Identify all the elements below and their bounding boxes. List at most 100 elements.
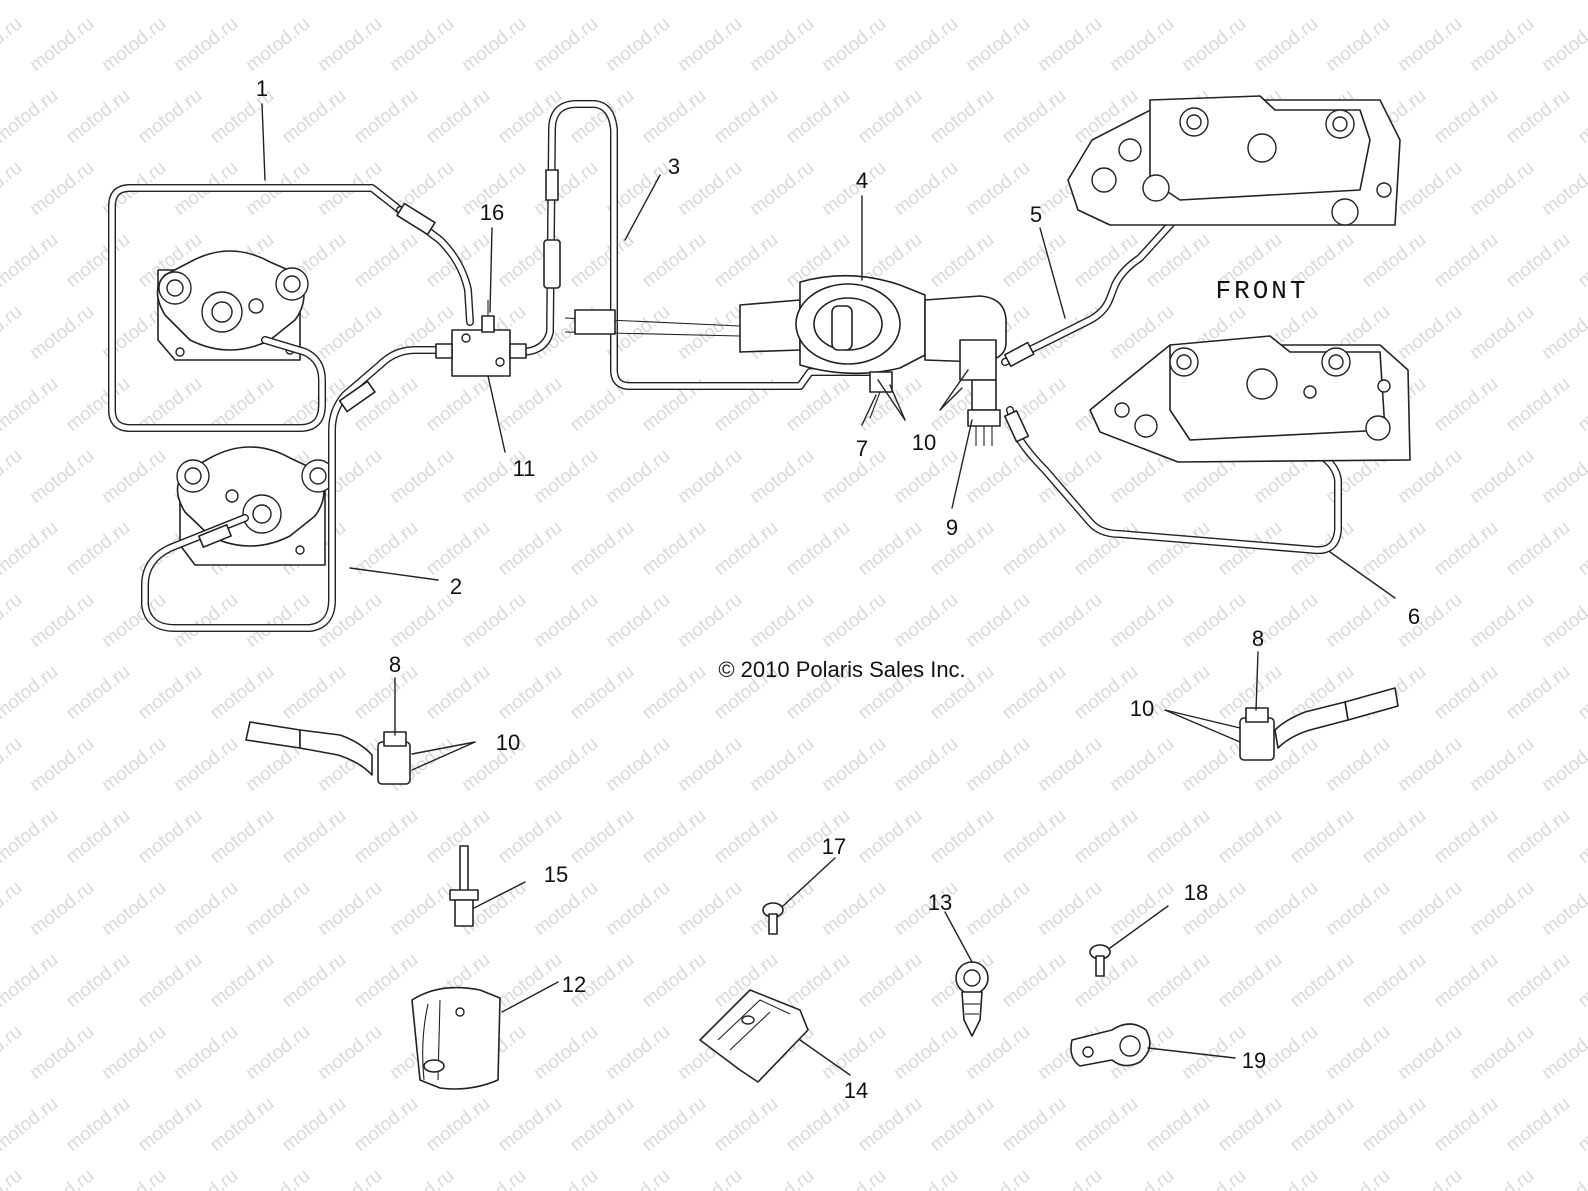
watermark-text: motod.ru xyxy=(206,949,278,1012)
watermark-text: motod.ru xyxy=(638,517,710,580)
watermark-text: motod.ru xyxy=(1178,589,1250,652)
watermark-text: motod.ru xyxy=(1106,1165,1178,1191)
watermark-text: motod.ru xyxy=(1214,0,1286,4)
watermark-text: motod.ru xyxy=(746,1165,818,1191)
watermark-text: motod.ru xyxy=(26,445,98,508)
watermark-text: motod.ru xyxy=(674,13,746,76)
watermark-text: motod.ru xyxy=(98,1021,170,1084)
watermark-text: motod.ru xyxy=(962,589,1034,652)
watermark-text: motod.ru xyxy=(242,13,314,76)
callout-1: 1 xyxy=(256,76,268,101)
watermark-text: motod.ru xyxy=(602,877,674,940)
watermark-text: motod.ru xyxy=(1358,229,1430,292)
watermark-text: motod.ru xyxy=(566,0,638,4)
watermark-text: motod.ru xyxy=(1250,1165,1322,1191)
copyright-text: © 2010 Polaris Sales Inc. xyxy=(718,657,965,682)
bleeder-16 xyxy=(481,300,495,333)
watermark-text: motod.ru xyxy=(1538,445,1588,508)
watermark-text: motod.ru xyxy=(1538,1165,1588,1191)
watermark-text: motod.ru xyxy=(134,1093,206,1156)
watermark-text: motod.ru xyxy=(62,0,134,4)
watermark-text: motod.ru xyxy=(782,517,854,580)
watermark-text: motod.ru xyxy=(1466,157,1538,220)
watermark-text: motod.ru xyxy=(134,85,206,148)
watermark-text: motod.ru xyxy=(1322,1165,1394,1191)
watermark-text: motod.ru xyxy=(494,0,566,4)
watermark-text: motod.ru xyxy=(1430,85,1502,148)
watermark-text: motod.ru xyxy=(1142,517,1214,580)
watermark-text: motod.ru xyxy=(1538,877,1588,940)
watermark-text: motod.ru xyxy=(638,949,710,1012)
watermark-text: motod.ru xyxy=(962,733,1034,796)
watermark-text: motod.ru xyxy=(170,733,242,796)
watermark-text: motod.ru xyxy=(674,301,746,364)
watermark-text: motod.ru xyxy=(962,157,1034,220)
watermark-text: motod.ru xyxy=(1034,13,1106,76)
callout-14: 14 xyxy=(844,1078,868,1103)
watermark-text: motod.ru xyxy=(1574,661,1588,724)
watermark-text: motod.ru xyxy=(170,1165,242,1191)
watermark-text: motod.ru xyxy=(854,517,926,580)
watermark-text: motod.ru xyxy=(350,1093,422,1156)
watermark-text: motod.ru xyxy=(1322,733,1394,796)
watermark-text: motod.ru xyxy=(962,877,1034,940)
watermark-text: motod.ru xyxy=(98,589,170,652)
watermark-text: motod.ru xyxy=(1142,805,1214,868)
watermark-text: motod.ru xyxy=(566,805,638,868)
watermark-text: motod.ru xyxy=(26,301,98,364)
watermark-text: motod.ru xyxy=(998,517,1070,580)
fastener-13 xyxy=(955,961,989,1037)
watermark-text: motod.ru xyxy=(638,85,710,148)
watermark-text: motod.ru xyxy=(0,805,62,868)
watermark-text: motod.ru xyxy=(134,661,206,724)
watermark-text: motod.ru xyxy=(530,13,602,76)
watermark-text: motod.ru xyxy=(818,733,890,796)
watermark-text: motod.ru xyxy=(1502,0,1574,4)
watermark-text: motod.ru xyxy=(98,445,170,508)
watermark-text: motod.ru xyxy=(926,229,998,292)
watermark-text: motod.ru xyxy=(386,1165,458,1191)
watermark-text: motod.ru xyxy=(1070,949,1142,1012)
watermark-text: motod.ru xyxy=(1502,1093,1574,1156)
watermark-text: motod.ru xyxy=(1106,589,1178,652)
watermark-text: motod.ru xyxy=(1574,517,1588,580)
watermark-text: motod.ru xyxy=(1574,805,1588,868)
watermark-text: motod.ru xyxy=(422,661,494,724)
watermark-text: motod.ru xyxy=(242,1165,314,1191)
watermark-text: motod.ru xyxy=(710,517,782,580)
watermark-text: motod.ru xyxy=(386,445,458,508)
watermark-text: motod.ru xyxy=(1106,13,1178,76)
watermark-text: motod.ru xyxy=(746,445,818,508)
watermark-text: motod.ru xyxy=(1142,1093,1214,1156)
watermark-text: motod.ru xyxy=(1502,805,1574,868)
watermark-text: motod.ru xyxy=(278,661,350,724)
watermark-text: motod.ru xyxy=(926,517,998,580)
watermark-text: motod.ru xyxy=(422,517,494,580)
watermark-text: motod.ru xyxy=(1430,373,1502,436)
watermark-text: motod.ru xyxy=(1358,949,1430,1012)
watermark-text: motod.ru xyxy=(206,805,278,868)
watermark-text: motod.ru xyxy=(566,229,638,292)
watermark-text: motod.ru xyxy=(458,13,530,76)
watermark-text: motod.ru xyxy=(1502,229,1574,292)
watermark-text: motod.ru xyxy=(1430,661,1502,724)
watermark-text: motod.ru xyxy=(602,13,674,76)
callout-3: 3 xyxy=(668,154,680,179)
watermark-text: motod.ru xyxy=(818,13,890,76)
watermark-text: motod.ru xyxy=(1466,1165,1538,1191)
watermark-text: motod.ru xyxy=(350,0,422,4)
watermark-text: motod.ru xyxy=(0,301,26,364)
watermark-text: motod.ru xyxy=(1178,13,1250,76)
watermark-text: motod.ru xyxy=(314,1165,386,1191)
watermark-text: motod.ru xyxy=(854,805,926,868)
watermark-text: motod.ru xyxy=(962,1165,1034,1191)
watermark-text: motod.ru xyxy=(422,1093,494,1156)
watermark-text: motod.ru xyxy=(890,1021,962,1084)
callout-6: 6 xyxy=(1408,604,1420,629)
watermark-text: motod.ru xyxy=(134,0,206,4)
watermark-text: motod.ru xyxy=(566,517,638,580)
watermark-text: motod.ru xyxy=(602,1165,674,1191)
watermark-text: motod.ru xyxy=(674,445,746,508)
callout-8-left: 8 xyxy=(389,652,401,677)
